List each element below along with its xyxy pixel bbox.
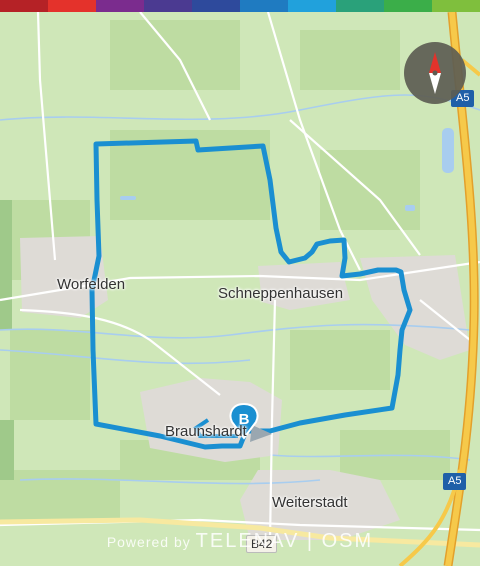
route-end-marker[interactable]: B [229, 402, 259, 440]
color-strip [0, 0, 480, 12]
place-label-braunshardt: Braunshardt [165, 423, 247, 440]
ponds [120, 128, 454, 211]
attribution-prefix: Powered by [106, 534, 191, 550]
place-label-worfelden: Worfelden [57, 276, 126, 293]
map-attribution: Powered by TELENAV | OSM [0, 530, 480, 553]
place-label-schneppenhausen: Schneppenhausen [218, 285, 344, 302]
minor-roads [0, 12, 480, 541]
place-label-weiterstadt: Weiterstadt [272, 494, 348, 511]
compass-icon[interactable] [404, 42, 466, 104]
b42-road [0, 517, 480, 548]
map-canvas: B [0, 12, 480, 566]
road-shield-b42: B42 [246, 535, 278, 553]
route-line [89, 138, 413, 450]
route-end-marker-label: B [239, 411, 250, 428]
attribution-brand: TELENAV | OSM [195, 530, 374, 552]
road-shield-a5-bottom: A5 [443, 473, 467, 490]
